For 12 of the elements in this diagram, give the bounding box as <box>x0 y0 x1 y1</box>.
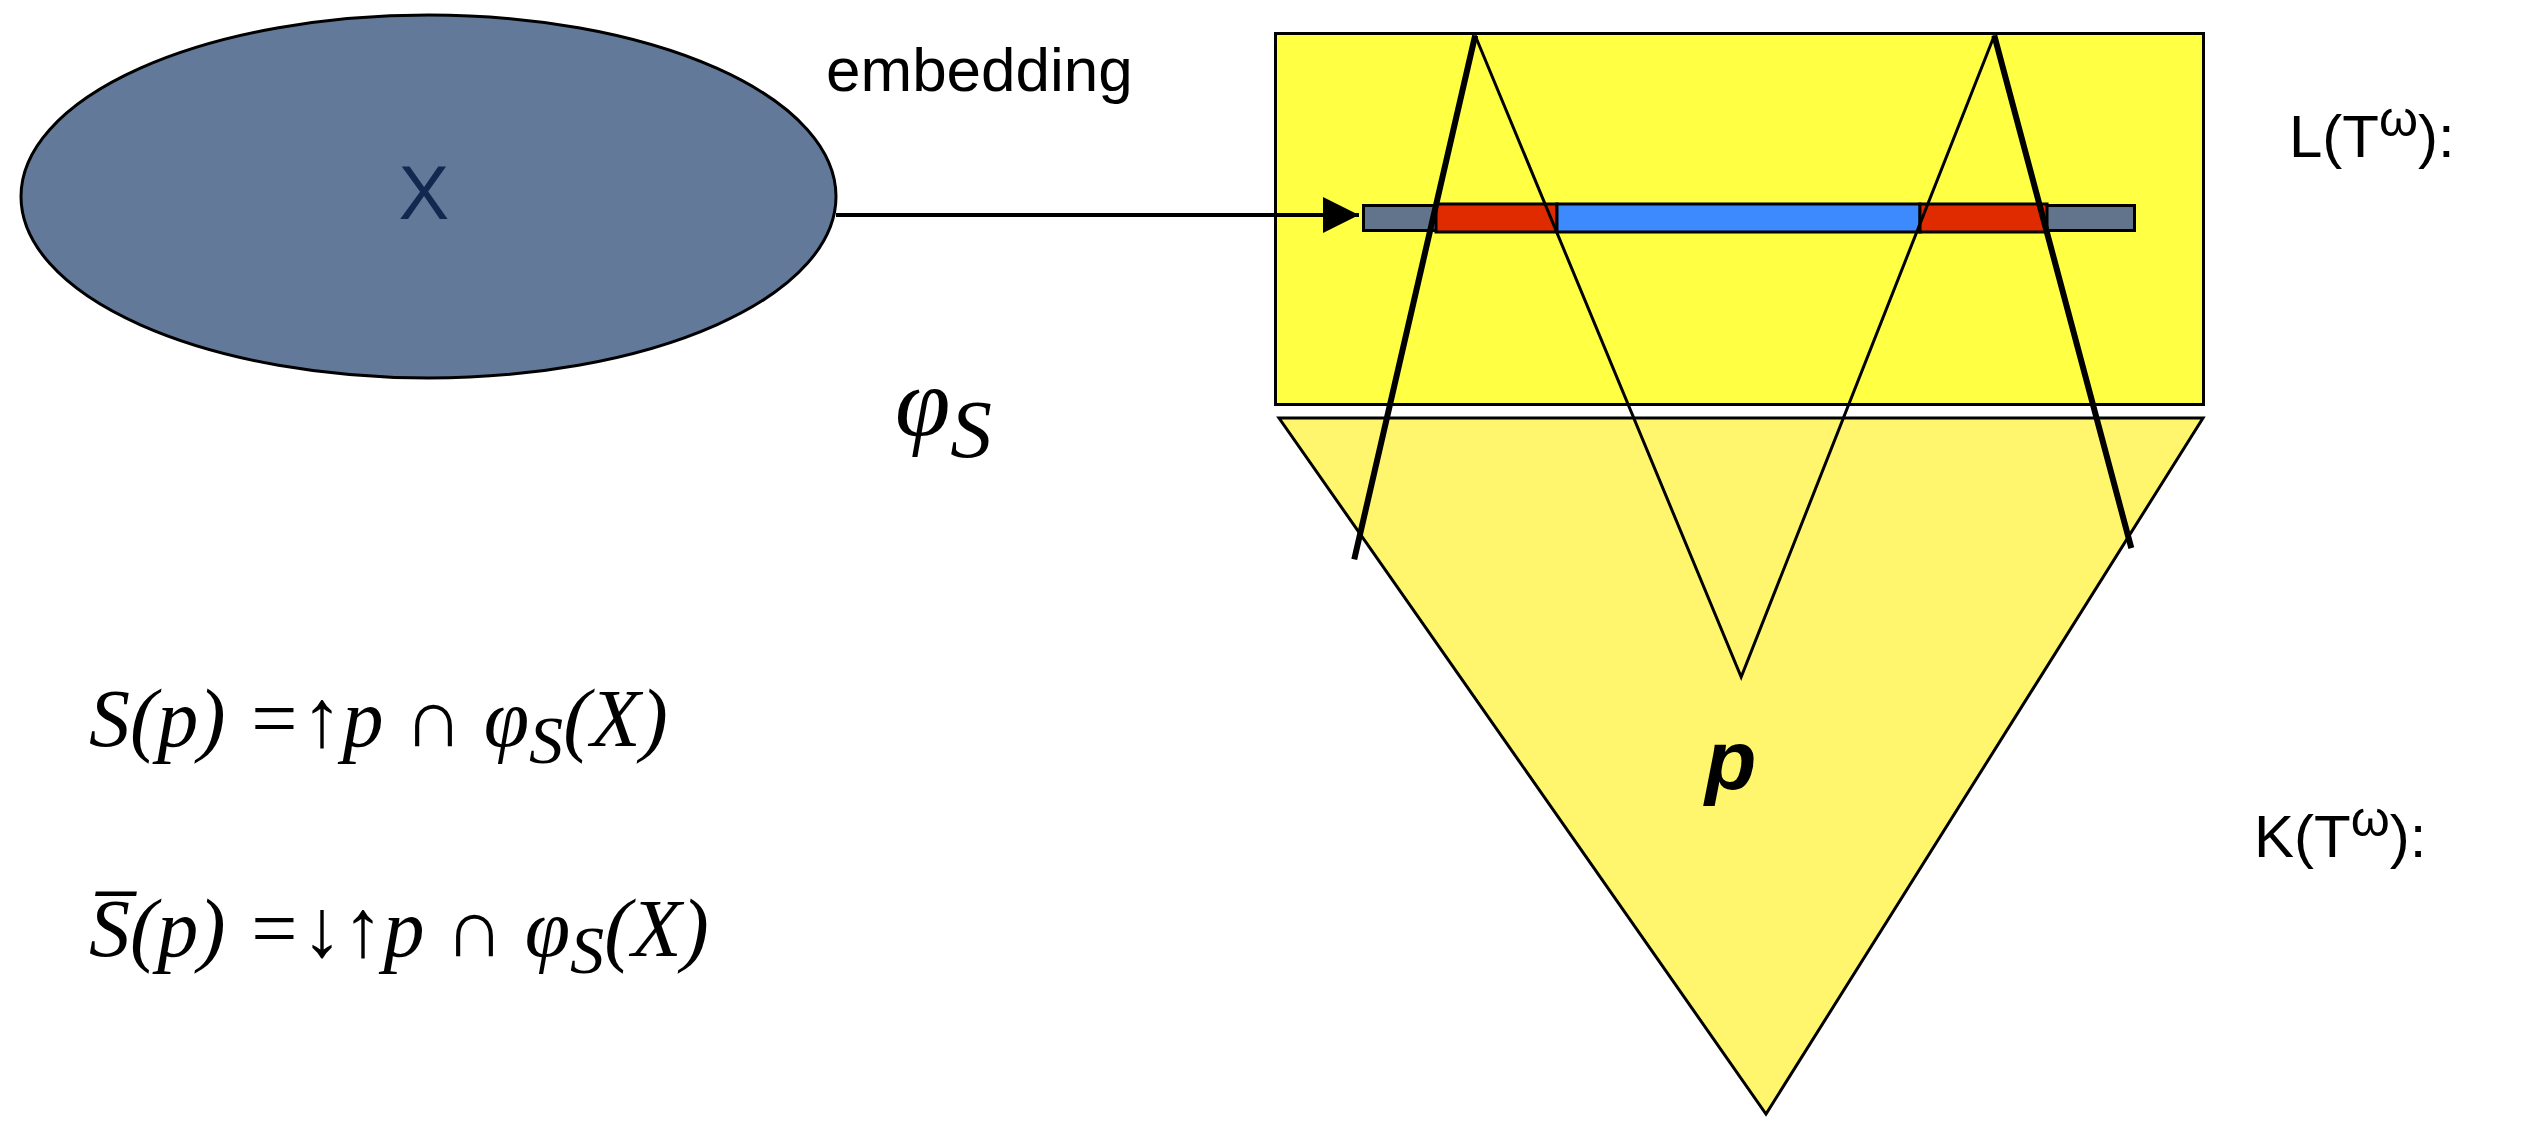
region-label: K(T$^{ω}$): <box>2254 790 2427 871</box>
arrow <box>836 197 1359 233</box>
point-label: p <box>1705 712 1757 809</box>
set-label: X <box>398 148 450 236</box>
region-box <box>1274 32 2205 406</box>
map-symbol: φ$_{S}$ <box>895 346 992 477</box>
formula: S(p) =↑p ∩ φ$_{S}$(X) <box>89 672 668 781</box>
edge-label: embedding <box>826 34 1133 105</box>
interval-bar <box>1362 204 2136 232</box>
formula: S̅(p) =↓↑p ∩ φ$_{S}$(X) <box>89 882 709 991</box>
region-label: L(T$^{ω}$): <box>2289 90 2455 171</box>
cone-triangle <box>1277 416 2205 1116</box>
